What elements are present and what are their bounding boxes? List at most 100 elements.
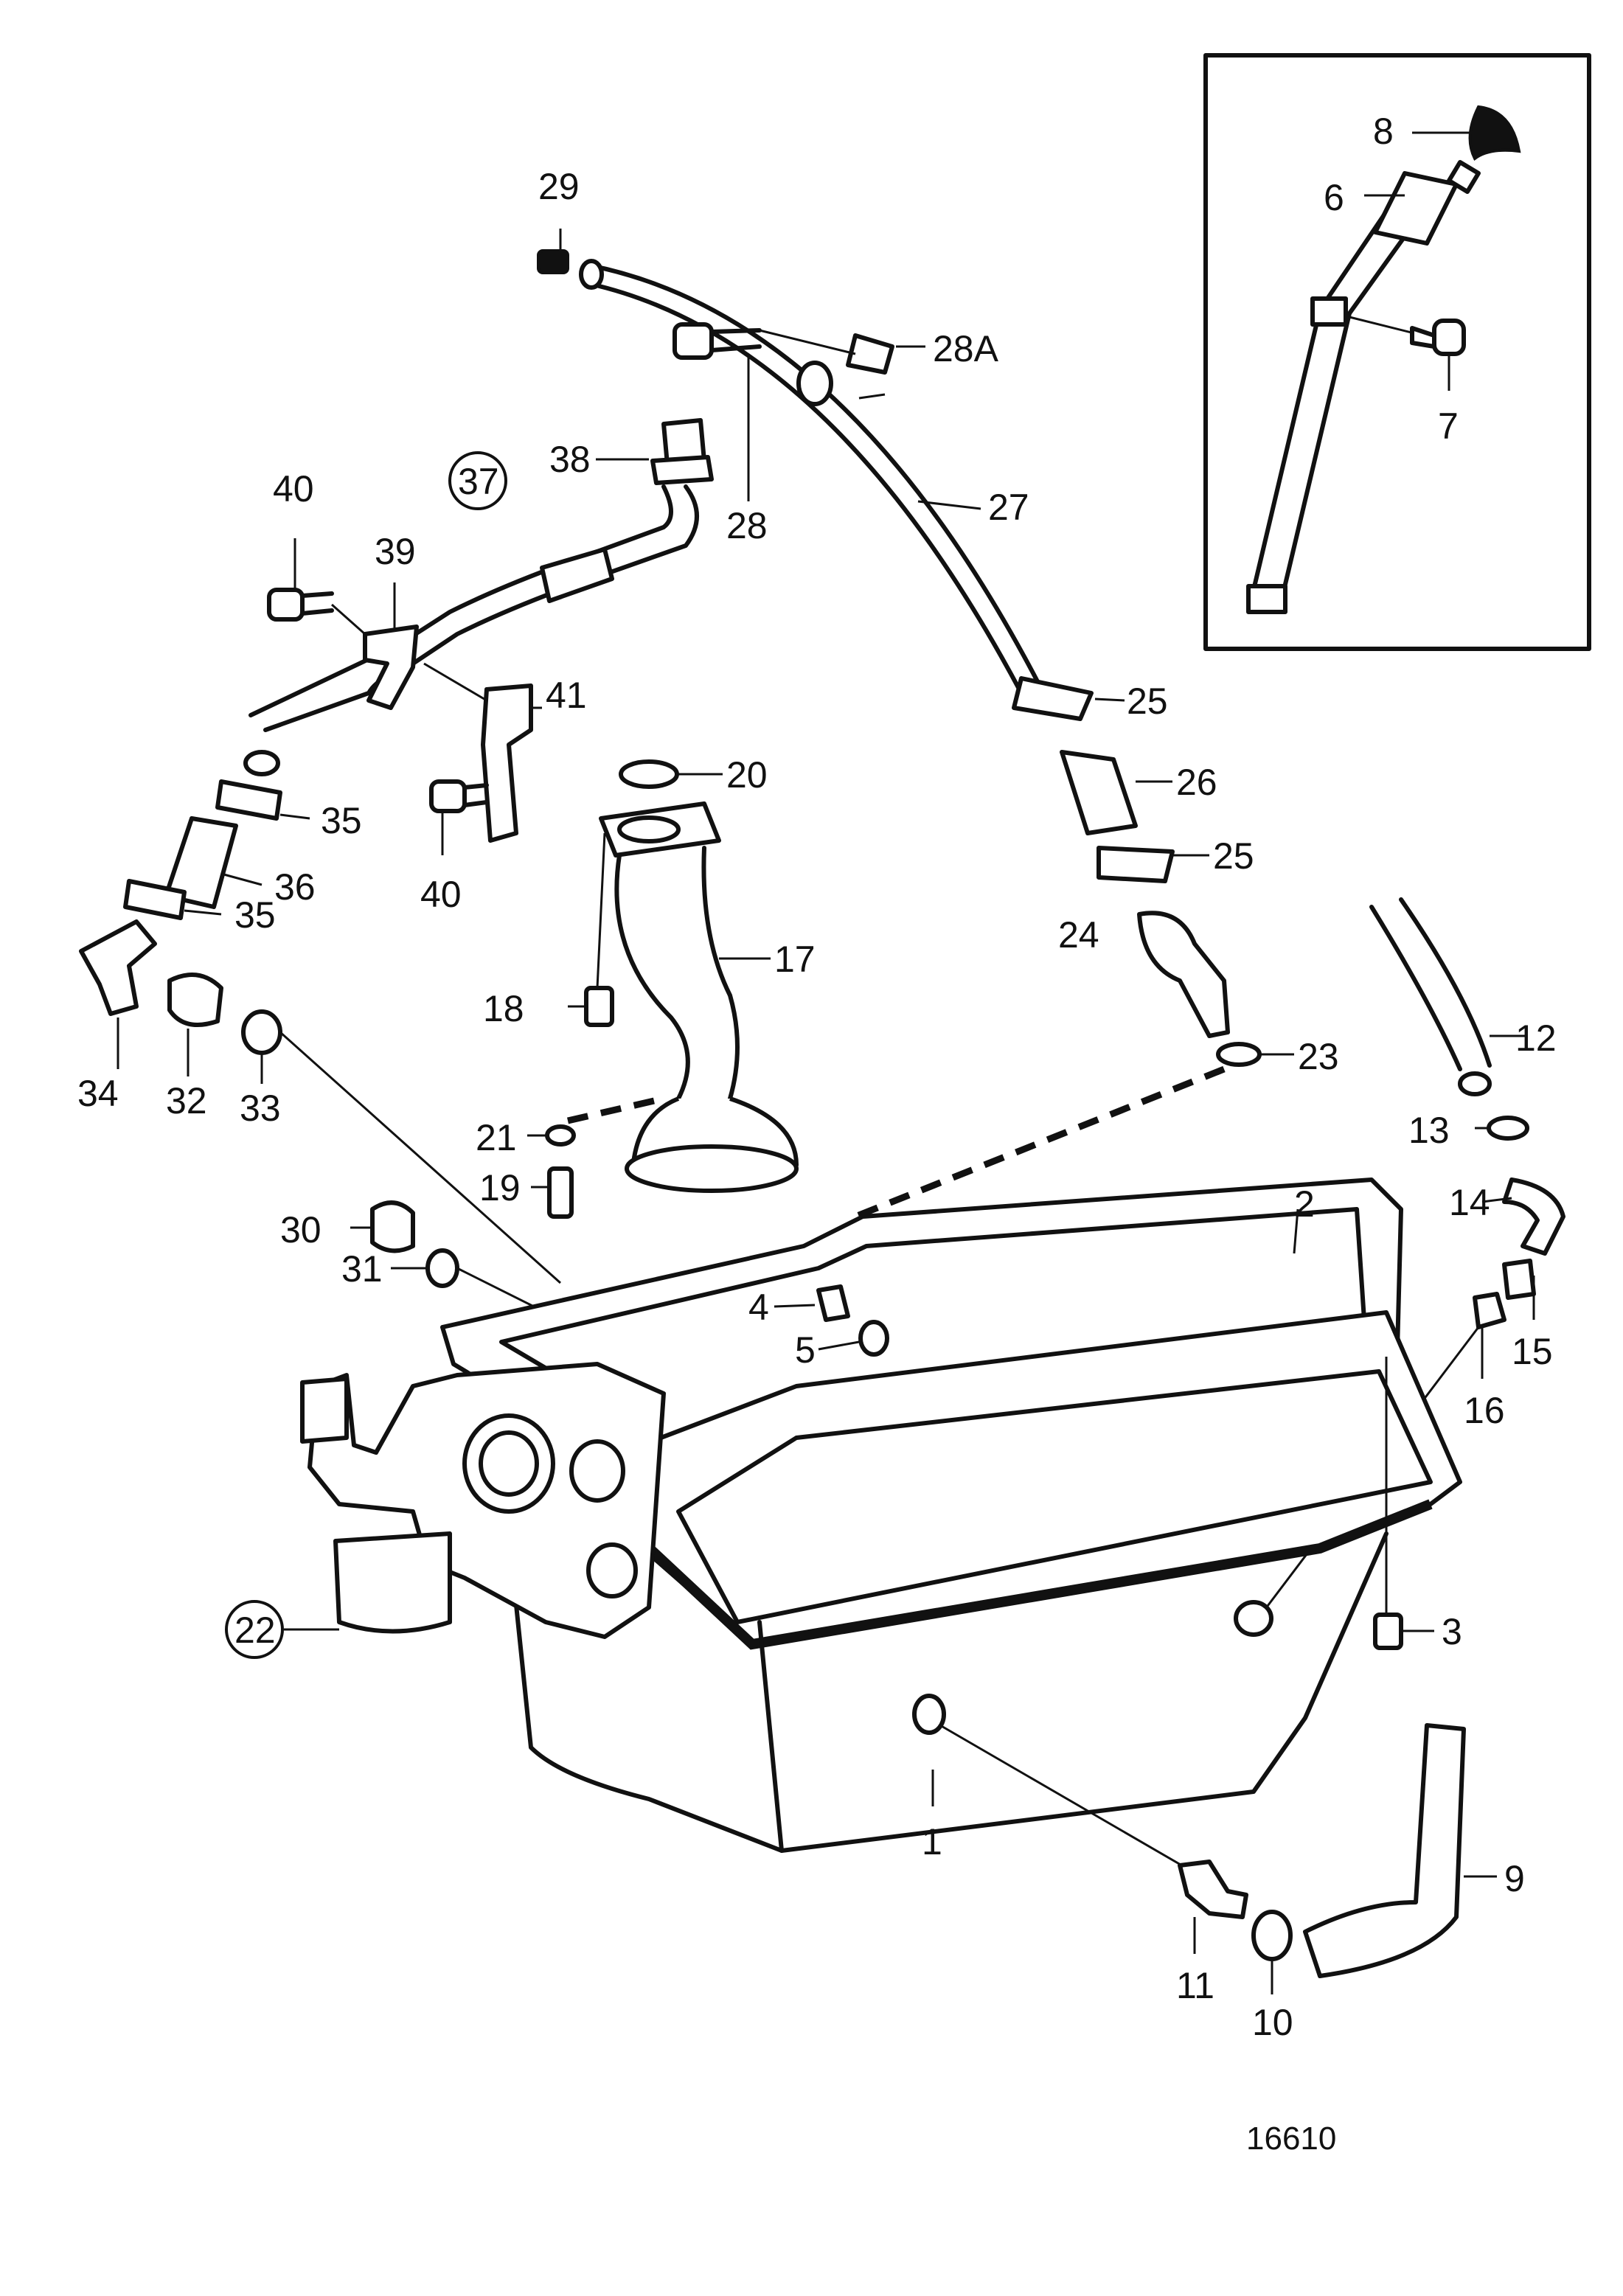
- callout-37-ring: [448, 451, 507, 510]
- suction-pipe-17: [527, 759, 799, 1219]
- callout-22-ring: [225, 1600, 284, 1659]
- oil-pump-22: [284, 1362, 666, 1639]
- callout-41: 41: [546, 675, 587, 716]
- leader-35-lower: [184, 909, 222, 916]
- hose-14: [1502, 1177, 1565, 1256]
- callout-22-circled: 22: [225, 1600, 284, 1659]
- dipstick-tube: [1251, 182, 1436, 596]
- dipstick-bracket: [1310, 296, 1348, 327]
- callout-6: 6: [1324, 177, 1344, 218]
- nipple-15: [1502, 1259, 1536, 1300]
- dipstick-inset: [1203, 53, 1591, 651]
- callout-29: 29: [538, 166, 580, 207]
- hose-12-right: [1399, 897, 1492, 1068]
- pump-port-small: [569, 1439, 625, 1503]
- clamp-28a-band: [858, 393, 886, 400]
- pipe-37-top: [263, 484, 699, 732]
- plug-30: [370, 1200, 415, 1253]
- callout-14: 14: [1449, 1182, 1490, 1223]
- callout-4: 4: [748, 1287, 769, 1328]
- clamp-35-upper: [215, 779, 282, 821]
- clip-10: [1251, 1910, 1293, 1961]
- callout-40-lower: 40: [420, 874, 462, 915]
- sump-lip: [638, 1499, 1433, 1650]
- inset-frame: [1203, 53, 1591, 651]
- pump-port-lower: [586, 1542, 638, 1598]
- callout-27: 27: [988, 487, 1029, 528]
- callout-25-upper: 25: [1127, 681, 1168, 722]
- clamp-28a: [846, 333, 894, 375]
- bolt-28-shank: [709, 328, 762, 352]
- leader-35-upper: [279, 813, 310, 820]
- leader-5: [818, 1340, 860, 1351]
- callout-20: 20: [726, 754, 768, 796]
- hose-clamp-25-lower: [1097, 846, 1175, 883]
- callout-5: 5: [795, 1329, 816, 1371]
- leader-36: [220, 872, 263, 886]
- callout-17: 17: [774, 939, 816, 980]
- callout-2: 2: [1294, 1183, 1315, 1225]
- callout-3: 3: [1442, 1611, 1462, 1652]
- callout-38: 38: [549, 439, 591, 480]
- bracket-41: [481, 683, 533, 843]
- leader-2: [1293, 1208, 1299, 1254]
- sump-body-edge: [757, 1620, 784, 1853]
- callout-10: 10: [1252, 2002, 1293, 2043]
- callout-30: 30: [280, 1209, 322, 1250]
- bolt-3: [1373, 1613, 1403, 1650]
- pipe-17-left: [614, 853, 690, 1101]
- pipe-37-sleeve: [540, 547, 614, 603]
- bolt-19: [547, 1166, 574, 1219]
- callout-32: 32: [166, 1080, 207, 1121]
- callout-8: 8: [1373, 111, 1394, 152]
- pipe-17-flange-hole: [617, 815, 681, 843]
- screw-7-head: [1432, 319, 1466, 356]
- seal-23: [1216, 1042, 1262, 1067]
- elbow-34: [79, 919, 157, 1016]
- guide-tube-27: [537, 229, 1294, 1067]
- screws-4-5: [774, 1284, 889, 1357]
- leader-25-upper: [1094, 698, 1125, 702]
- strainer-base: [625, 1144, 799, 1193]
- screw-7-shank: [1410, 326, 1436, 349]
- bolt-28-leader: [759, 329, 856, 355]
- washer-33: [241, 1009, 282, 1055]
- callout-34: 34: [77, 1073, 119, 1114]
- seal-20: [619, 759, 679, 789]
- bracket-41-leader: [423, 662, 487, 702]
- tube-27-end: [579, 259, 604, 290]
- pipe-17-right: [701, 846, 740, 1101]
- oil-filter: [333, 1531, 452, 1634]
- callout-1: 1: [922, 1821, 942, 1862]
- screw-4: [816, 1284, 850, 1322]
- hose-36: [164, 816, 238, 909]
- callout-23: 23: [1298, 1036, 1339, 1077]
- figure-number: 16610: [1246, 2121, 1336, 2157]
- callout-22: 22: [234, 1610, 276, 1651]
- callout-19: 19: [479, 1167, 521, 1208]
- bolt-40-upper: [267, 588, 305, 622]
- breather-assembly: [79, 418, 714, 1284]
- bracket-39: [363, 625, 419, 710]
- leader-27: [917, 500, 981, 510]
- bolt-40-upper-leader: [331, 603, 366, 636]
- callout-26: 26: [1176, 762, 1217, 803]
- callout-21: 21: [476, 1117, 517, 1158]
- callout-9: 9: [1504, 1858, 1525, 1899]
- callout-24: 24: [1058, 914, 1099, 956]
- sump-drain-boss: [912, 1694, 946, 1735]
- plug-29: [537, 249, 569, 274]
- callout-28a: 28A: [933, 328, 999, 369]
- bolt-40-lower-shank: [462, 783, 489, 807]
- nipple-11: [1178, 1860, 1248, 1919]
- hose-26: [1060, 750, 1138, 835]
- pump-port-large: [462, 1413, 555, 1514]
- pipe-37-end: [243, 750, 280, 776]
- dipstick-handle: [1468, 105, 1521, 161]
- callout-7: 7: [1438, 406, 1459, 447]
- nipple-16: [1473, 1292, 1506, 1329]
- bolt-18: [584, 986, 614, 1027]
- pump-port-large-inner: [479, 1430, 539, 1497]
- align-dash-19: [566, 1095, 665, 1124]
